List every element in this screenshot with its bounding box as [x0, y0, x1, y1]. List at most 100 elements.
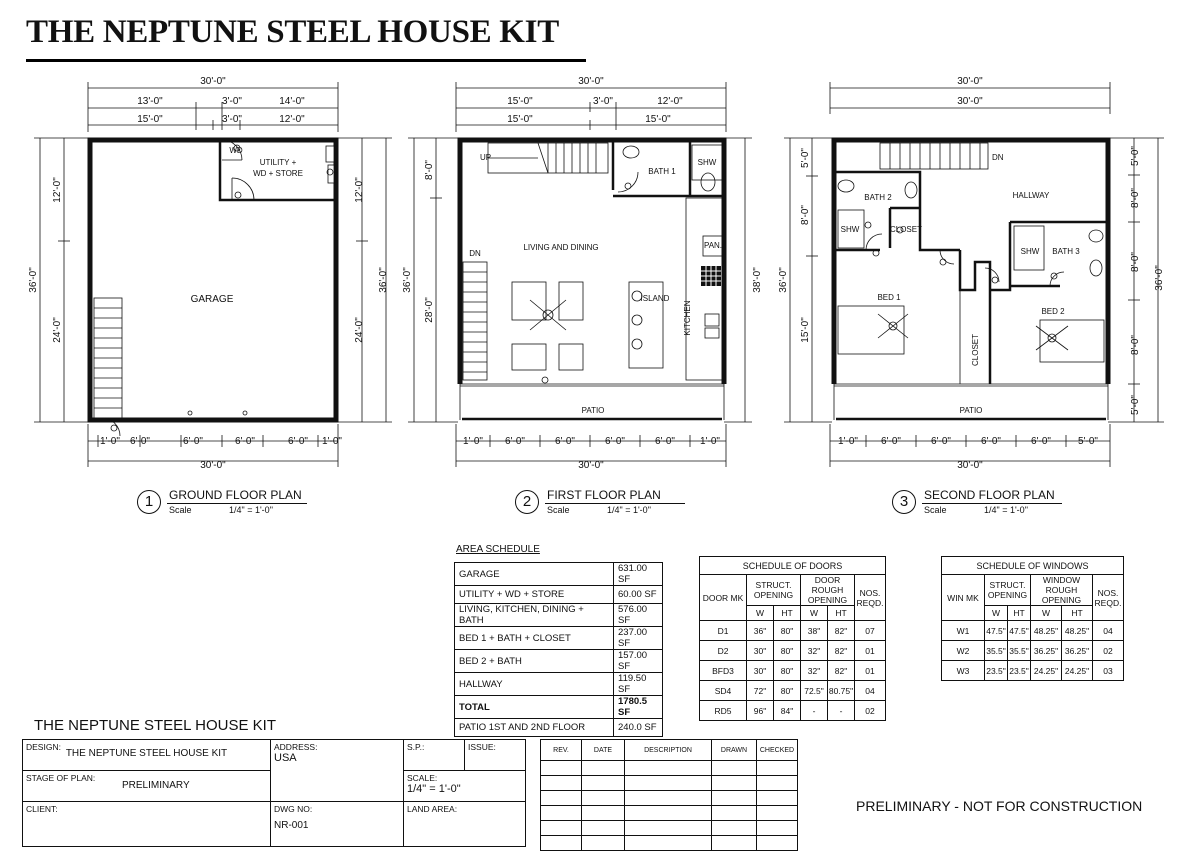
- window-header-w: W: [984, 605, 1008, 621]
- area-schedule-title: AREA SCHEDULE: [456, 544, 540, 555]
- floor-plans-drawing: .w{stroke:#111;stroke-width:5;fill:none;…: [28, 76, 1165, 471]
- area-value: 631.00 SF: [613, 562, 663, 586]
- dim-label: 28'-0": [424, 297, 435, 323]
- schedule-cell: 80": [773, 620, 801, 641]
- revision-cell: [711, 790, 757, 806]
- revision-cell: [540, 775, 582, 791]
- dim-label: 8'-0": [1130, 188, 1141, 208]
- revision-cell: [581, 835, 625, 851]
- title-block: DESIGN: THE NEPTUNE STEEL HOUSE KIT ADDR…: [22, 739, 526, 847]
- revision-header: REV.: [540, 739, 582, 761]
- scale-cell: SCALE: 1/4" = 1'-0": [403, 770, 526, 802]
- plan-number: 1: [137, 490, 161, 514]
- schedule-cell: 84": [773, 700, 801, 721]
- stair-label: DN: [992, 153, 1004, 162]
- room-label: PAN.: [704, 241, 722, 250]
- schedule-cell: 24.25": [1030, 660, 1062, 681]
- revision-cell: [540, 760, 582, 776]
- revision-header: DATE: [581, 739, 625, 761]
- dim-label: 12'-0": [657, 96, 683, 107]
- plan-number: 2: [515, 490, 539, 514]
- schedule-cell: 24.25": [1061, 660, 1093, 681]
- revision-cell: [581, 790, 625, 806]
- schedule-cell: 01: [854, 660, 886, 681]
- area-name: BED 1 + BATH + CLOSET: [454, 626, 614, 650]
- dim-label: 36'-0": [28, 267, 39, 293]
- room-label: WD + STORE: [253, 169, 303, 178]
- dwg-cell: DWG NO: NR-001: [270, 801, 404, 847]
- dim-label: 1'-0": [100, 436, 120, 447]
- schedule-cell: 30": [746, 660, 774, 681]
- window-header-nos: NOS. REQD.: [1092, 574, 1124, 621]
- area-value: 576.00 SF: [613, 603, 663, 627]
- window-header-ht: HT: [1007, 605, 1031, 621]
- revision-header: CHECKED: [756, 739, 798, 761]
- schedule-cell: 47.5": [984, 620, 1008, 641]
- door-header-nos: NOS. REQD.: [854, 574, 886, 621]
- dim-label: 6'-0": [931, 436, 951, 447]
- door-schedule-table: SCHEDULE OF DOORS DOOR MK STRUCT. OPENIN…: [699, 556, 886, 721]
- schedule-cell: 36.25": [1030, 640, 1062, 661]
- dim-label: 5'-0": [1130, 146, 1141, 166]
- room-label: HALLWAY: [1013, 191, 1050, 200]
- schedule-cell: 80": [773, 640, 801, 661]
- schedule-cell: 82": [827, 640, 855, 661]
- window-header-w: W: [1030, 605, 1062, 621]
- scale-label: Scale: [169, 505, 192, 515]
- room-label: BATH 2: [864, 193, 892, 202]
- room-label: WD: [229, 146, 243, 155]
- revision-cell: [581, 805, 625, 821]
- door-header-rough: DOOR ROUGH OPENING: [800, 574, 855, 606]
- revision-cell: [711, 760, 757, 776]
- revision-cell: [624, 835, 712, 851]
- schedule-cell: W3: [941, 660, 985, 681]
- dim-label: 6'-0": [505, 436, 525, 447]
- schedule-cell: 47.5": [1007, 620, 1031, 641]
- door-schedule-title: SCHEDULE OF DOORS: [699, 556, 886, 575]
- design-cell: DESIGN: THE NEPTUNE STEEL HOUSE KIT: [22, 739, 271, 771]
- room-label: SHW: [1021, 247, 1040, 256]
- caption-rule: [922, 503, 1062, 504]
- revision-row: [540, 835, 798, 851]
- window-header-mark: WIN MK: [941, 574, 985, 621]
- room-label: ISLAND: [641, 294, 670, 303]
- schedule-cell: RD5: [699, 700, 747, 721]
- area-name: PATIO 1ST AND 2ND FLOOR: [454, 718, 614, 737]
- dim-label: 8'-0": [424, 160, 435, 180]
- dim-label: 30'-0": [200, 76, 226, 87]
- schedule-cell: 80": [773, 660, 801, 681]
- client-cell: CLIENT:: [22, 801, 271, 847]
- dim-label: 36'-0": [1154, 265, 1165, 291]
- dim-label: 1'-0": [322, 436, 342, 447]
- design-value: THE NEPTUNE STEEL HOUSE KIT: [65, 748, 228, 759]
- address-label: ADDRESS:: [274, 742, 318, 752]
- dim-label: 6'-0": [235, 436, 255, 447]
- schedule-cell: 04: [1092, 620, 1124, 641]
- dim-label: 14'-0": [279, 96, 305, 107]
- dim-label: 3'-0": [222, 114, 242, 125]
- revision-cell: [581, 820, 625, 836]
- schedule-cell: 48.25": [1030, 620, 1062, 641]
- window-schedule-table: SCHEDULE OF WINDOWS WIN MK STRUCT. OPENI…: [941, 556, 1124, 681]
- revision-row: [540, 820, 798, 836]
- revision-cell: [756, 835, 798, 851]
- schedule-cell: 23.5": [1007, 660, 1031, 681]
- sp-label: S.P.:: [407, 742, 425, 752]
- dim-label: 12'-0": [354, 177, 365, 203]
- dim-label: 15'-0": [507, 96, 533, 107]
- stage-cell: STAGE OF PLAN: PRELIMINARY: [22, 770, 271, 802]
- construction-notice: PRELIMINARY - NOT FOR CONSTRUCTION: [856, 798, 1143, 814]
- area-name: LIVING, KITCHEN, DINING + BATH: [454, 603, 614, 627]
- room-label: SHW: [698, 158, 717, 167]
- schedule-cell: 35.5": [984, 640, 1008, 661]
- area-name: HALLWAY: [454, 672, 614, 696]
- dim-label: 5'-0": [1130, 395, 1141, 415]
- window-schedule-title: SCHEDULE OF WINDOWS: [941, 556, 1124, 575]
- room-label: UTILITY +: [260, 158, 297, 167]
